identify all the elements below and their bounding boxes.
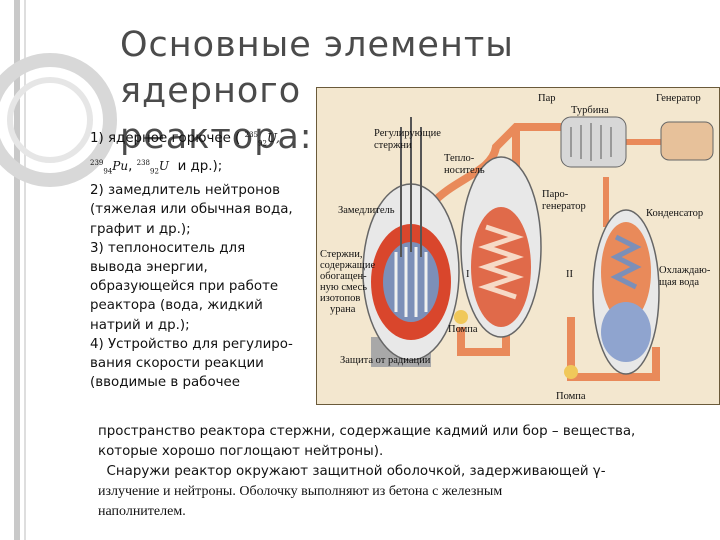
label-moderator: Замедлитель bbox=[338, 205, 395, 216]
generator bbox=[660, 121, 714, 161]
control-rods bbox=[400, 117, 422, 257]
list-line: (тяжелая или обычная вода, bbox=[90, 202, 293, 218]
label-fuel-rods-1: Стержни, bbox=[320, 249, 362, 260]
label-fuel-rods-6: урана bbox=[330, 304, 356, 315]
list-line: графит и др.); bbox=[90, 221, 191, 237]
label-cooling-water-2: щая вода bbox=[659, 277, 699, 288]
label-coolant-2: носитель bbox=[444, 165, 485, 176]
steam-generator-coil bbox=[478, 224, 524, 300]
fuel-rods bbox=[394, 247, 428, 317]
isotope-pu239-label: Pu bbox=[112, 158, 129, 173]
list-line: вания скорости реакции bbox=[90, 356, 264, 372]
list-line: (вводимые в рабочее bbox=[90, 375, 241, 391]
pump-secondary bbox=[564, 365, 578, 379]
list-item-1-cont: 23994Pu, 23892U и др.); bbox=[90, 158, 223, 175]
list-line: натрий и др.); bbox=[90, 317, 190, 333]
bottom-line-1: пространство реактора стержни, содержащи… bbox=[98, 424, 636, 439]
label-fuel-rods-3: обогащен- bbox=[320, 271, 367, 282]
label-control-rods-1: Регулирующие bbox=[374, 128, 441, 139]
label-cooling-water-1: Охлаждаю- bbox=[659, 265, 711, 276]
turbine bbox=[560, 116, 627, 168]
label-steam-gen-1: Паро- bbox=[542, 189, 569, 200]
isotope-u238: 23892U bbox=[136, 158, 170, 175]
label-circuit-2: II bbox=[566, 269, 573, 280]
slide-title-line-2: реактора: bbox=[120, 117, 313, 157]
reactor-elements-list: 1) ядерное горючее ( 23592U, 23994Pu, 23… bbox=[90, 126, 318, 392]
condenser-coil bbox=[610, 234, 642, 290]
label-steam-gen-2: генератор bbox=[542, 201, 586, 212]
list-line: образующейся при работе bbox=[90, 279, 279, 295]
secondary-pipe-top bbox=[603, 139, 661, 227]
decorative-rings bbox=[0, 53, 117, 187]
list-item-1-suffix: и др.); bbox=[177, 158, 223, 174]
reactor-core-moderator bbox=[383, 242, 439, 322]
label-circuit-1: I bbox=[466, 269, 470, 280]
label-pump-2: Помпа bbox=[556, 391, 586, 402]
label-pump-1: Помпа bbox=[448, 324, 478, 335]
label-condenser: Конденсатор bbox=[646, 208, 703, 219]
bottom-paragraph: пространство реактора стержни, содержащи… bbox=[98, 422, 698, 522]
turbine-blades bbox=[570, 123, 612, 161]
label-coolant-1: Тепло- bbox=[444, 153, 475, 164]
list-item-1-prefix: 1) ядерное горючее ( bbox=[90, 131, 241, 146]
label-turbine: Турбина bbox=[571, 105, 609, 116]
list-item-1: 1) ядерное горючее ( 23592U, bbox=[90, 126, 318, 154]
list-line: 3) теплоноситель для bbox=[90, 240, 246, 256]
pump-primary bbox=[454, 310, 468, 324]
label-generator: Генератор bbox=[656, 93, 701, 104]
isotope-u235-label: U, bbox=[266, 131, 280, 145]
decorative-frame-line-thin bbox=[24, 0, 26, 540]
label-fuel-rods-4: ную смесь bbox=[320, 282, 367, 293]
reactor-diagram: Пар Турбина Генератор Регулирующие стерж… bbox=[316, 87, 720, 405]
list-line: реактора (вода, жидкий bbox=[90, 298, 263, 314]
list-line: вывода энергии, bbox=[90, 260, 208, 275]
isotope-u238-label: U bbox=[158, 158, 170, 173]
bottom-line-5: наполнителем. bbox=[98, 504, 186, 519]
decorative-frame-line bbox=[14, 0, 20, 540]
label-control-rods-2: стержни bbox=[374, 140, 412, 151]
label-shield: Защита от радиации bbox=[340, 355, 431, 366]
bottom-line-2: которые хорошо поглощают нейтроны). bbox=[98, 444, 384, 459]
label-fuel-rods-2: содержащие bbox=[320, 260, 375, 271]
list-line: 2) замедлитель нейтронов bbox=[90, 183, 280, 199]
condenser-cool bbox=[601, 302, 651, 362]
bottom-line-4: излучение и нейтроны. Оболочку выполняют… bbox=[98, 484, 503, 499]
bottom-line-3: Снаружи реактор окружают защитной оболоч… bbox=[98, 464, 606, 479]
label-fuel-rods-5: изотопов bbox=[320, 293, 360, 304]
label-steam: Пар bbox=[538, 93, 556, 104]
isotope-u235: 23592U, bbox=[244, 131, 280, 148]
list-line: 4) Устройство для регулиро- bbox=[90, 336, 293, 352]
slide-title: Основные элементы ядерного реактора: bbox=[120, 22, 660, 160]
isotope-pu239: 23994Pu bbox=[90, 158, 129, 175]
slide-title-line-1: Основные элементы ядерного bbox=[120, 25, 514, 111]
